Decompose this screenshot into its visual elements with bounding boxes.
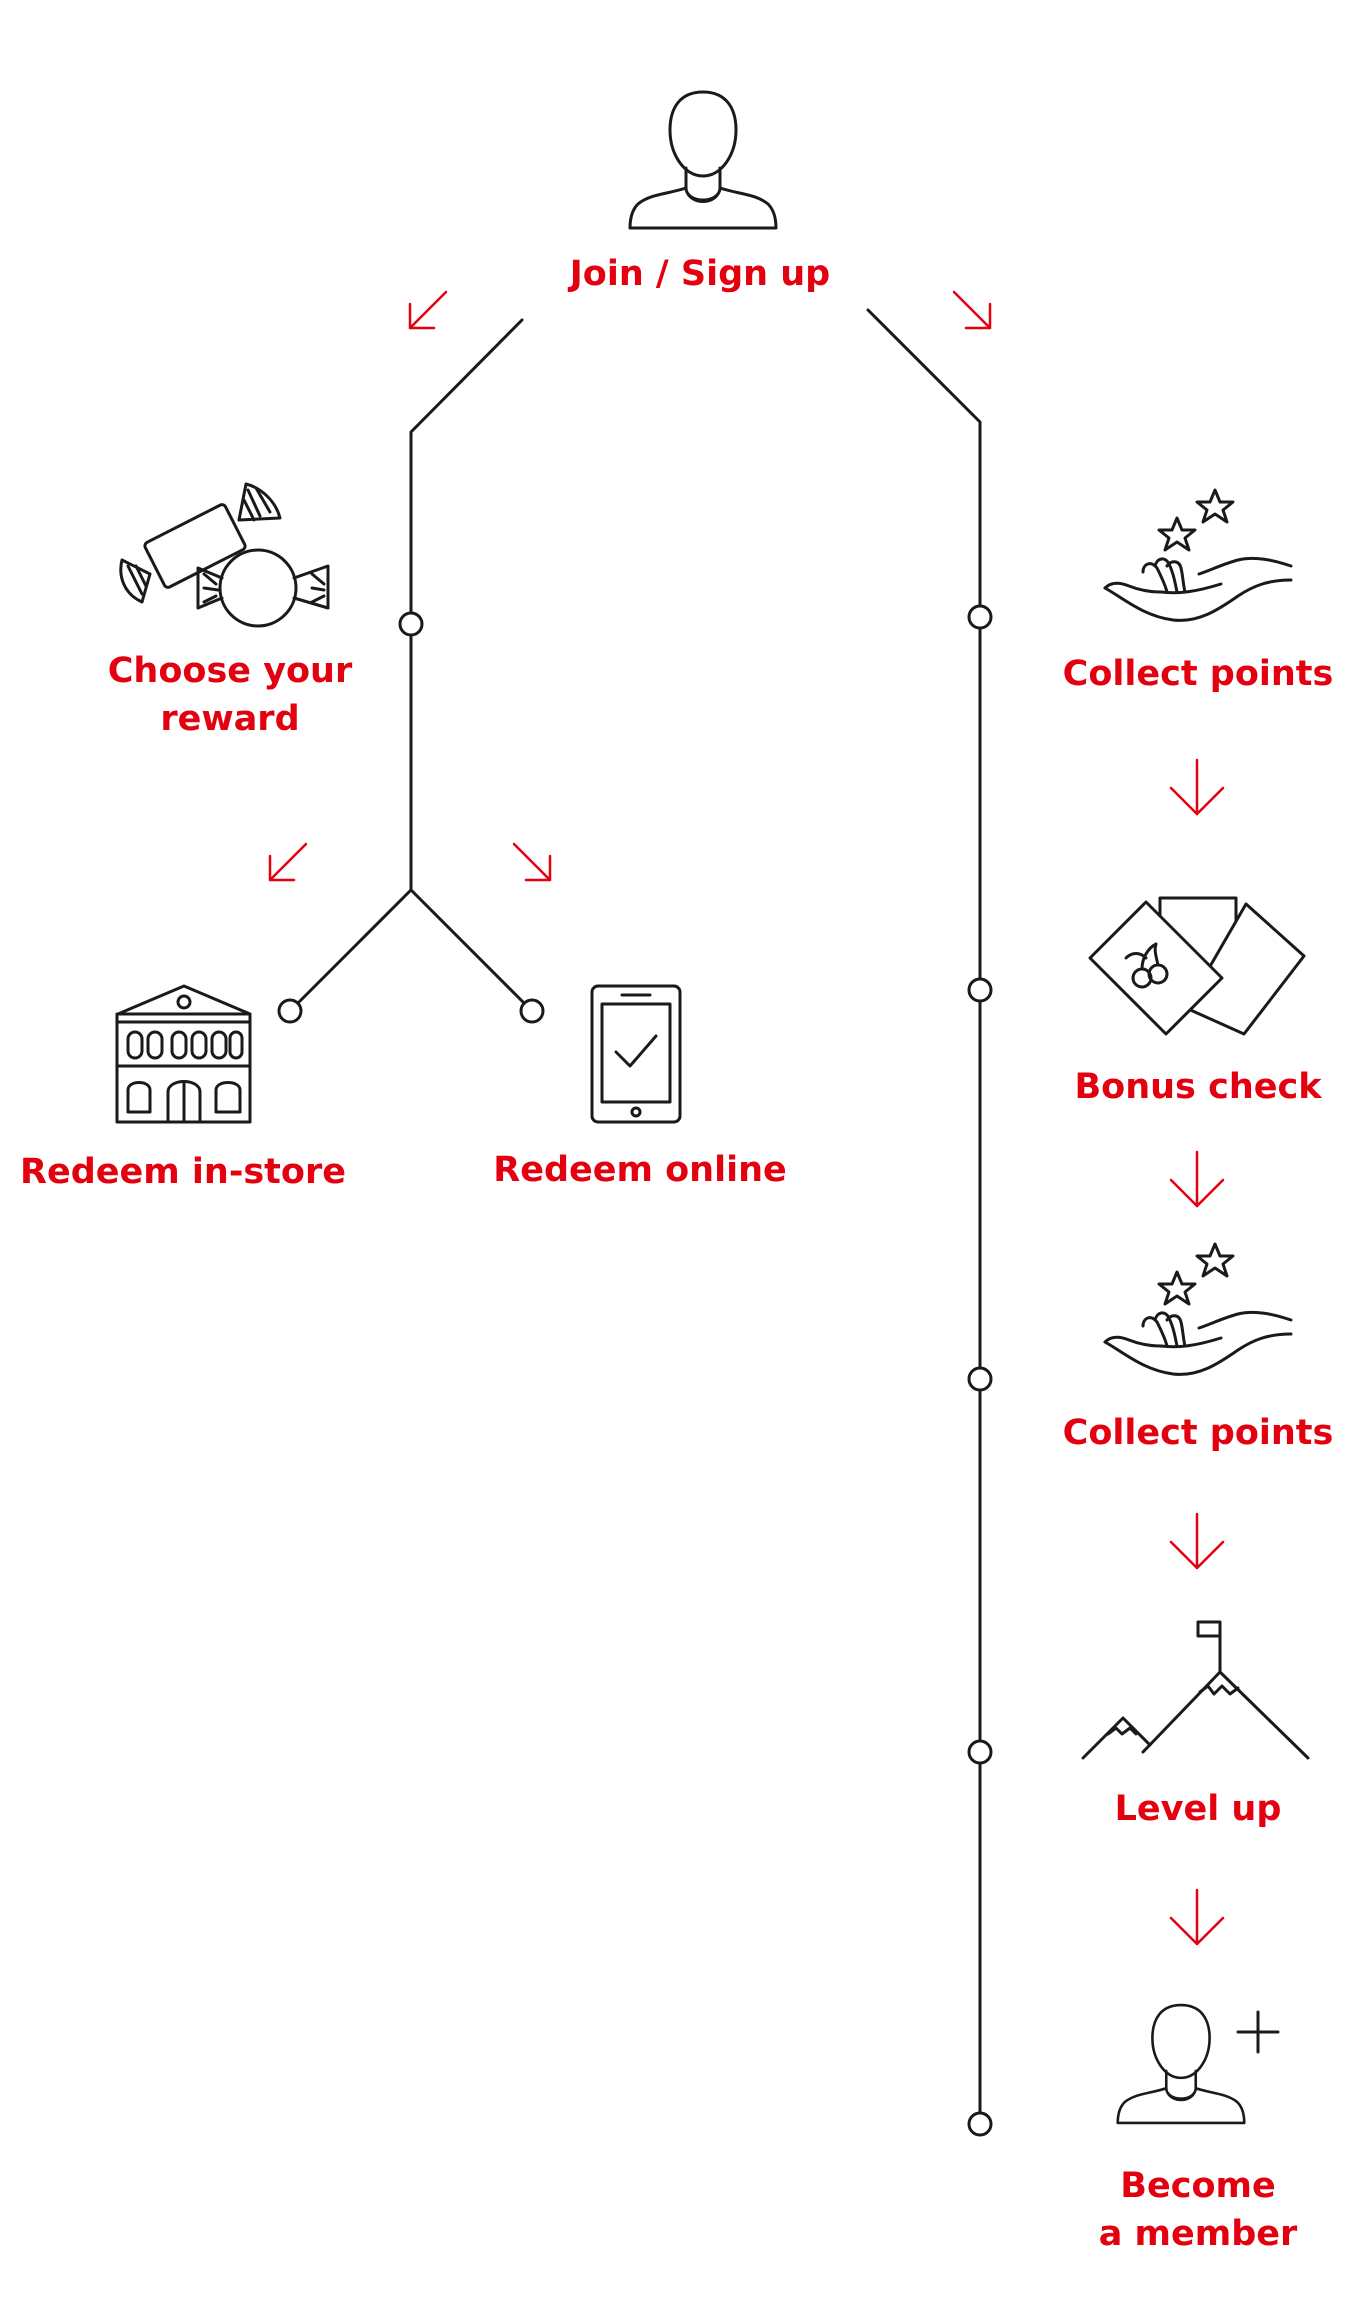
arrow-down-right-icon — [512, 842, 552, 882]
arrow-down-right-icon — [952, 290, 992, 330]
label-bonus-check: Bonus check — [1074, 1067, 1322, 1107]
node-collect-points-1 — [967, 604, 993, 630]
person-icon — [628, 90, 778, 230]
right-branch-line — [866, 308, 982, 2122]
arrow-down-left-icon — [268, 842, 308, 882]
cherry-cards-icon — [1088, 896, 1306, 1036]
node-bonus-check — [967, 977, 993, 1003]
node-level-up — [967, 1739, 993, 1765]
label-join-sign-up: Join / Sign up — [569, 254, 831, 294]
hand-stars-icon — [1103, 488, 1293, 622]
label-choose-reward: Choose your reward — [108, 647, 353, 743]
candy-icon — [119, 482, 330, 628]
label-level-up: Level up — [1114, 1789, 1282, 1829]
node-become-member — [967, 2111, 993, 2137]
plus-icon — [1236, 2010, 1280, 2054]
label-become-member-line1: Become — [1120, 2166, 1276, 2206]
node-redeem-online — [519, 998, 545, 1024]
label-choose-reward-line1: Choose your — [107, 651, 353, 691]
mountain-flag-icon — [1081, 1620, 1310, 1760]
label-collect-points-2: Collect points — [1062, 1413, 1334, 1453]
left-branch-line — [288, 318, 534, 1013]
arrow-down-icon — [1169, 1888, 1225, 1946]
label-become-member-line2: a member — [1098, 2214, 1298, 2254]
node-choose-reward — [398, 611, 424, 637]
flow-nodes — [277, 604, 993, 2137]
label-become-member: Become a member — [1099, 2162, 1298, 2258]
label-collect-points-1: Collect points — [1062, 654, 1334, 694]
arrow-down-icon — [1169, 1512, 1225, 1570]
label-choose-reward-line2: reward — [160, 699, 300, 739]
arrow-down-icon — [1169, 758, 1225, 816]
label-redeem-instore: Redeem in-store — [20, 1152, 346, 1192]
node-redeem-instore — [277, 998, 303, 1024]
node-collect-points-2 — [967, 1366, 993, 1392]
person-plus-icon — [1116, 2003, 1246, 2125]
store-icon — [115, 984, 252, 1124]
label-redeem-online: Redeem online — [493, 1150, 787, 1190]
arrow-down-left-icon — [408, 290, 448, 330]
smartphone-check-icon — [590, 984, 682, 1124]
hand-stars-icon — [1103, 1242, 1293, 1376]
arrow-down-icon — [1169, 1150, 1225, 1208]
